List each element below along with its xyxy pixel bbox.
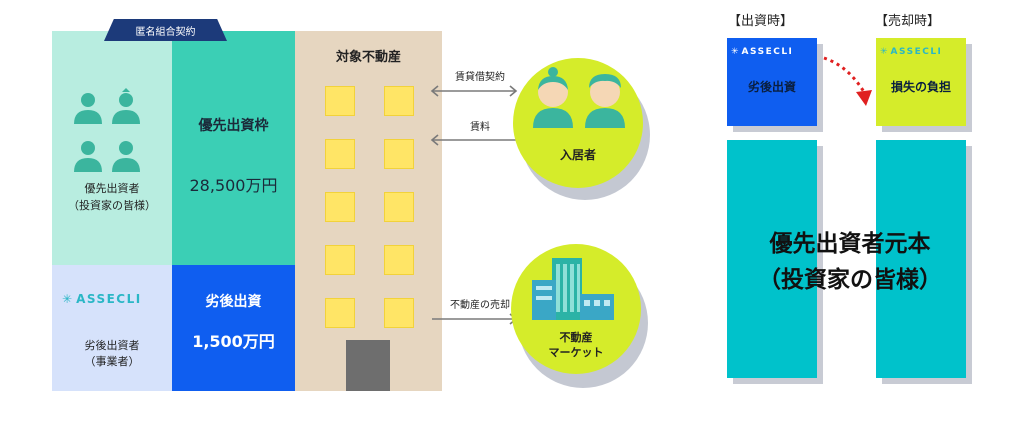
- tenant-people-icon: [533, 67, 625, 128]
- senior-investor-label-line2: （投資家の皆様）: [68, 199, 156, 212]
- subordinate-investor-label-line1: 劣後出資者: [84, 339, 140, 352]
- principal-column-right: [876, 140, 966, 378]
- principal-label-line2: （投資家の皆様）: [758, 267, 942, 293]
- building-door: [346, 340, 390, 391]
- at-investment-box: [727, 38, 817, 126]
- building-window: [384, 139, 414, 169]
- sparkle-icon: ✳: [62, 292, 73, 306]
- subordinate-tranche-amount: 1,500万円: [192, 332, 275, 351]
- market-label-line2: マーケット: [548, 346, 604, 359]
- loss-shift-arrow: [823, 56, 872, 106]
- subordinate-tranche-box: [172, 265, 295, 391]
- principal-label: 優先出資者元本 （投資家の皆様）: [720, 226, 980, 298]
- property-label: 対象不動産: [335, 50, 401, 65]
- market-label: 不動産 マーケット: [511, 330, 641, 360]
- property-building: [295, 31, 442, 391]
- senior-investor-label: 優先出資者 （投資家の皆様）: [52, 180, 172, 214]
- assecli-brand-text: ASSECLI: [76, 292, 142, 306]
- building-window: [384, 192, 414, 222]
- senior-tranche-label: 優先出資枠: [198, 118, 269, 134]
- at-investment-logo: ✳ ASSECLI: [731, 47, 817, 57]
- at-sale-logo: ✳ ASSECLI: [880, 47, 966, 57]
- at-sale-brand: ASSECLI: [890, 47, 943, 57]
- subordinate-tranche-label: 劣後出資: [205, 294, 262, 310]
- at-investment-header: 【出資時】: [728, 14, 794, 29]
- building-window: [384, 245, 414, 275]
- subordinate-investor-label-line2: （事業者）: [84, 355, 140, 368]
- assecli-logo: ✳ ASSECLI: [62, 292, 166, 306]
- at-sale-header: 【売却時】: [875, 14, 941, 29]
- at-sale-label: 損失の負担: [890, 80, 951, 94]
- silent-partnership-label: 匿名組合契約: [135, 26, 196, 38]
- building-window: [325, 298, 355, 328]
- building-window: [325, 139, 355, 169]
- senior-tranche-box: [172, 31, 295, 265]
- subordinate-investor-box: [52, 265, 172, 391]
- building-window: [384, 86, 414, 116]
- sparkle-icon: ✳: [731, 47, 739, 57]
- sparkle-icon: ✳: [880, 47, 888, 57]
- principal-label-line1: 優先出資者元本: [769, 231, 931, 257]
- silent-partnership-tag: 匿名組合契約: [104, 19, 227, 41]
- at-investment-brand: ASSECLI: [741, 47, 794, 57]
- office-buildings-icon: [532, 258, 614, 320]
- rent-label: 賃料: [470, 122, 490, 133]
- at-investment-label: 劣後出資: [747, 80, 796, 94]
- building-window: [325, 86, 355, 116]
- senior-investor-label-line1: 優先出資者: [84, 182, 140, 195]
- senior-tranche-amount: 28,500万円: [189, 176, 278, 195]
- senior-investor-box: [52, 31, 172, 265]
- lease-contract-label: 賃貸借契約: [455, 72, 505, 83]
- building-window: [384, 298, 414, 328]
- principal-column-left: [727, 140, 817, 378]
- building-window: [325, 245, 355, 275]
- market-label-line1: 不動産: [559, 331, 593, 344]
- investors-people-icon: [74, 88, 140, 172]
- building-window: [325, 192, 355, 222]
- subordinate-investor-label: 劣後出資者 （事業者）: [52, 338, 172, 370]
- at-sale-box: [876, 38, 966, 126]
- tenant-label: 入居者: [559, 148, 596, 162]
- property-sale-label: 不動産の売却: [450, 300, 510, 311]
